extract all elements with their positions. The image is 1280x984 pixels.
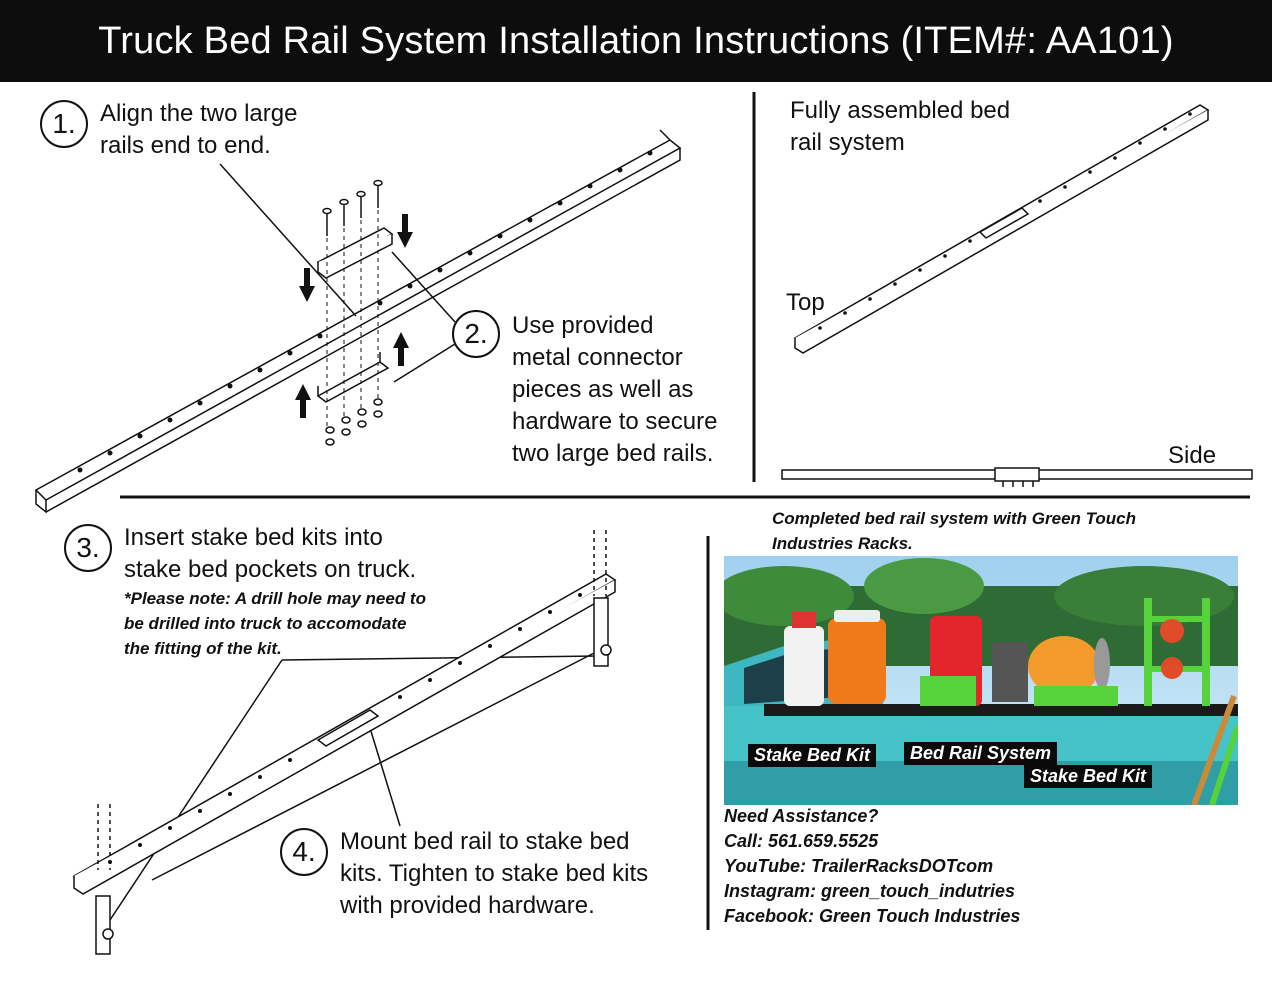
guide-lines xyxy=(326,210,379,430)
step-2-text: Use provided metal connector pieces as w… xyxy=(512,310,717,470)
photo-label-stake-bed-kit: Stake Bed Kit xyxy=(748,744,877,767)
step-2-line: metal connector xyxy=(512,344,683,371)
arrow-up-icon xyxy=(295,332,409,418)
step-3-line: stake bed pockets on truck. xyxy=(124,556,417,583)
assembled-rail-side xyxy=(781,467,1253,487)
contact-phone: Call: 561.659.5525 xyxy=(724,831,879,851)
bolt-icon xyxy=(322,179,383,236)
contact-heading: Need Assistance? xyxy=(724,806,879,826)
step-4-number: 4. xyxy=(280,828,328,876)
step-3-text: Insert stake bed kits into stake bed poc… xyxy=(124,522,416,586)
contact-youtube: YouTube: TrailerRacksDOTcom xyxy=(724,856,994,876)
rail-pair-diagram xyxy=(34,129,682,514)
step-3-line: Insert stake bed kits into xyxy=(124,524,383,551)
step-2-line: Use provided xyxy=(512,312,654,339)
contact-instagram: Instagram: green_touch_indutries xyxy=(724,881,1016,901)
photo-label-stake-bed-kit-2: Stake Bed Kit xyxy=(1024,765,1153,788)
step-2-line: pieces as well as xyxy=(512,376,694,403)
stake-bed-kit-right xyxy=(593,530,612,667)
rail-holes xyxy=(77,150,653,473)
stake-bed-kit-left xyxy=(95,804,114,955)
mounted-rail xyxy=(72,573,617,895)
page-title: Truck Bed Rail System Installation Instr… xyxy=(0,0,1272,82)
mounted-rail-holes xyxy=(108,593,582,864)
contact-facebook: Facebook: Green Touch Industries xyxy=(724,906,1021,926)
step-4-line: Mount bed rail to stake bed xyxy=(340,828,630,855)
connector-top xyxy=(316,227,394,279)
step-3-note-line: the fitting of the kit. xyxy=(124,639,282,658)
photo-caption: Completed bed rail system with Green Tou… xyxy=(772,506,1136,556)
assembled-caption: Fully assembled bed rail system xyxy=(790,95,1010,159)
step-4-text: Mount bed rail to stake bed kits. Tighte… xyxy=(340,826,648,922)
assembled-caption-line: rail system xyxy=(790,129,905,156)
assembled-caption-line: Fully assembled bed xyxy=(790,97,1011,124)
step-4-line: with provided hardware. xyxy=(340,892,595,919)
step-2-line: two large bed rails. xyxy=(512,440,714,467)
top-view-label: Top xyxy=(786,289,825,316)
truck-photo-illustration xyxy=(724,556,1238,805)
assembled-rail-top xyxy=(793,104,1210,354)
step-3-number: 3. xyxy=(64,524,112,572)
step-1-number: 1. xyxy=(40,100,88,148)
photo-caption-line: Industries Racks. xyxy=(772,534,913,553)
step-1-text: Align the two large rails end to end. xyxy=(100,98,297,162)
step-3-note: *Please note: A drill hole may need to b… xyxy=(124,586,426,661)
step-4-line: kits. Tighten to stake bed kits xyxy=(340,860,649,887)
photo-caption-line: Completed bed rail system with Green Tou… xyxy=(772,509,1136,528)
step-2-number: 2. xyxy=(452,310,500,358)
step-1-line: Align the two large xyxy=(100,100,298,127)
step-3-note-line: be drilled into truck to accomodate xyxy=(124,614,407,633)
side-view-label: Side xyxy=(1168,442,1217,469)
step-1-line: rails end to end. xyxy=(100,132,271,159)
contact-info: Need Assistance? Call: 561.659.5525 YouT… xyxy=(724,804,1020,929)
arrow-down-icon xyxy=(299,214,413,302)
step-3-note-line: *Please note: A drill hole may need to xyxy=(124,589,426,608)
truck-photo: Stake Bed Kit Bed Rail System Stake Bed … xyxy=(724,556,1238,805)
connector-bottom xyxy=(316,352,390,403)
assembled-rail-holes xyxy=(818,112,1192,330)
step-2-line: hardware to secure xyxy=(512,408,718,435)
callout-lines xyxy=(109,163,599,921)
photo-label-bed-rail-system: Bed Rail System xyxy=(904,742,1058,765)
nut-icon xyxy=(325,398,383,446)
